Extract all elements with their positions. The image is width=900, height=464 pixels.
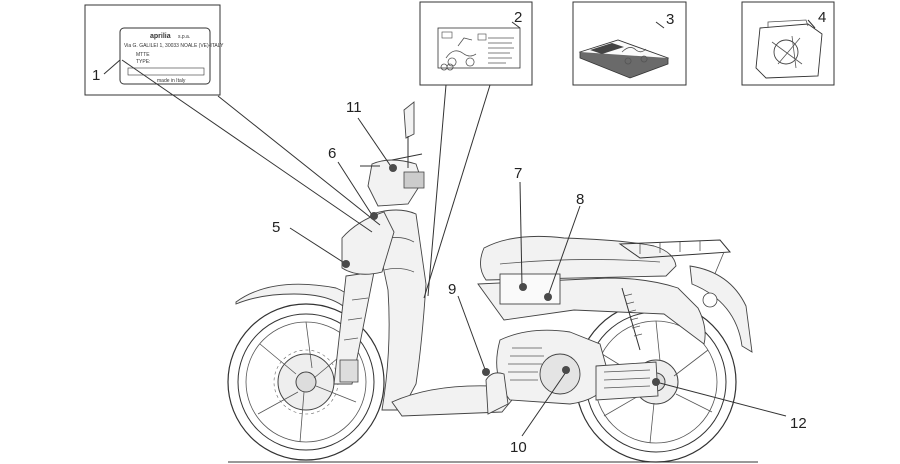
callout-4: 4 — [818, 9, 826, 26]
callout-3: 3 — [666, 11, 674, 28]
seat — [480, 235, 677, 281]
callout-12: 12 — [790, 415, 807, 432]
rear-shock — [621, 287, 643, 351]
callout-6: 6 — [328, 145, 336, 162]
floorboard — [391, 385, 513, 417]
plate-made-in: made in Italy — [157, 78, 186, 84]
callout-10: 10 — [510, 439, 527, 456]
engine — [496, 329, 659, 405]
callout-9: 9 — [448, 281, 456, 298]
inset-box-2 — [419, 1, 533, 86]
handlebar-cover — [367, 159, 423, 207]
plate-type: TYPE: — [136, 59, 150, 65]
exhaust — [485, 372, 509, 415]
inset-box-4 — [741, 1, 835, 86]
callout-5: 5 — [272, 219, 280, 236]
inset-box-1: aprilia s.p.a. Via G. GALILEI 1, 30033 N… — [84, 4, 224, 96]
scooter-illustration — [227, 101, 758, 463]
callout-labels: 1 2 3 4 5 6 7 8 9 10 11 12 — [92, 9, 826, 456]
callout-8: 8 — [576, 191, 584, 208]
plate-mtte: MTTE — [136, 52, 150, 58]
mirror — [403, 101, 415, 139]
inset-box-3 — [572, 1, 687, 86]
callout-1: 1 — [92, 67, 100, 84]
leader-lines — [103, 19, 816, 437]
plate-brand: aprilia — [150, 33, 171, 40]
front-cover — [341, 211, 395, 275]
callout-dots — [342, 164, 660, 386]
rear-rack — [618, 239, 732, 259]
plate-brand-suffix: s.p.a. — [178, 34, 190, 40]
callout-11: 11 — [346, 99, 362, 116]
callout-7: 7 — [514, 165, 522, 182]
plate-address: Via G. GALILEI 1, 30033 NOALE (VE)-ITALY — [124, 43, 224, 49]
callout-2: 2 — [514, 9, 522, 26]
